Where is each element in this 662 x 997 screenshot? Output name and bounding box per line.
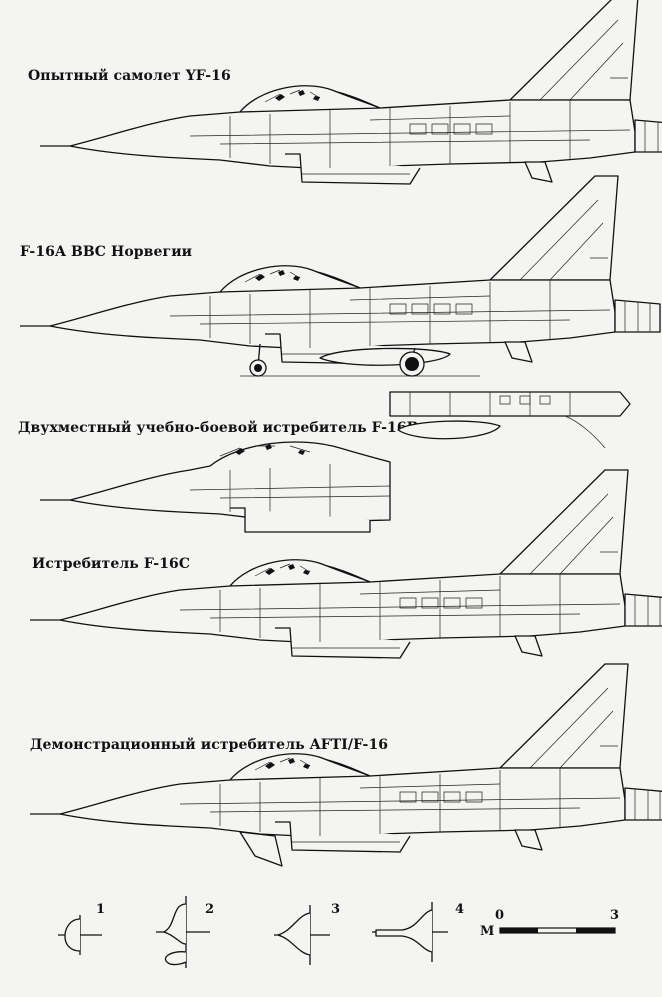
section-label-3: 3 (331, 902, 341, 917)
scale-unit: М (480, 924, 495, 939)
aircraft-f16b-rear (389, 391, 631, 449)
scale-start: 0 (495, 908, 505, 923)
aircraft-f16a (19, 175, 661, 377)
section-1 (57, 914, 103, 956)
caption-f16a: F-16A ВВС Норвегии (20, 244, 193, 260)
section-label-1: 1 (96, 902, 106, 917)
aircraft-f16b-forward (40, 441, 391, 533)
section-label-2: 2 (205, 902, 215, 917)
aircraft-afti (29, 663, 662, 867)
section-3 (273, 904, 331, 966)
section-2 (155, 895, 211, 969)
caption-yf16: Опытный самолет YF-16 (28, 68, 231, 84)
aircraft-yf16 (39, 0, 662, 185)
scale-end: 3 (610, 908, 620, 923)
section-label-4: 4 (455, 902, 465, 917)
caption-f16b: Двухместный учебно-боевой истребитель F-… (18, 420, 419, 436)
scale-bar (499, 927, 616, 934)
caption-afti: Демонстрационный истребитель AFTI/F-16 (30, 737, 389, 753)
caption-f16c: Истребитель F-16C (32, 556, 191, 572)
section-4 (371, 901, 449, 963)
